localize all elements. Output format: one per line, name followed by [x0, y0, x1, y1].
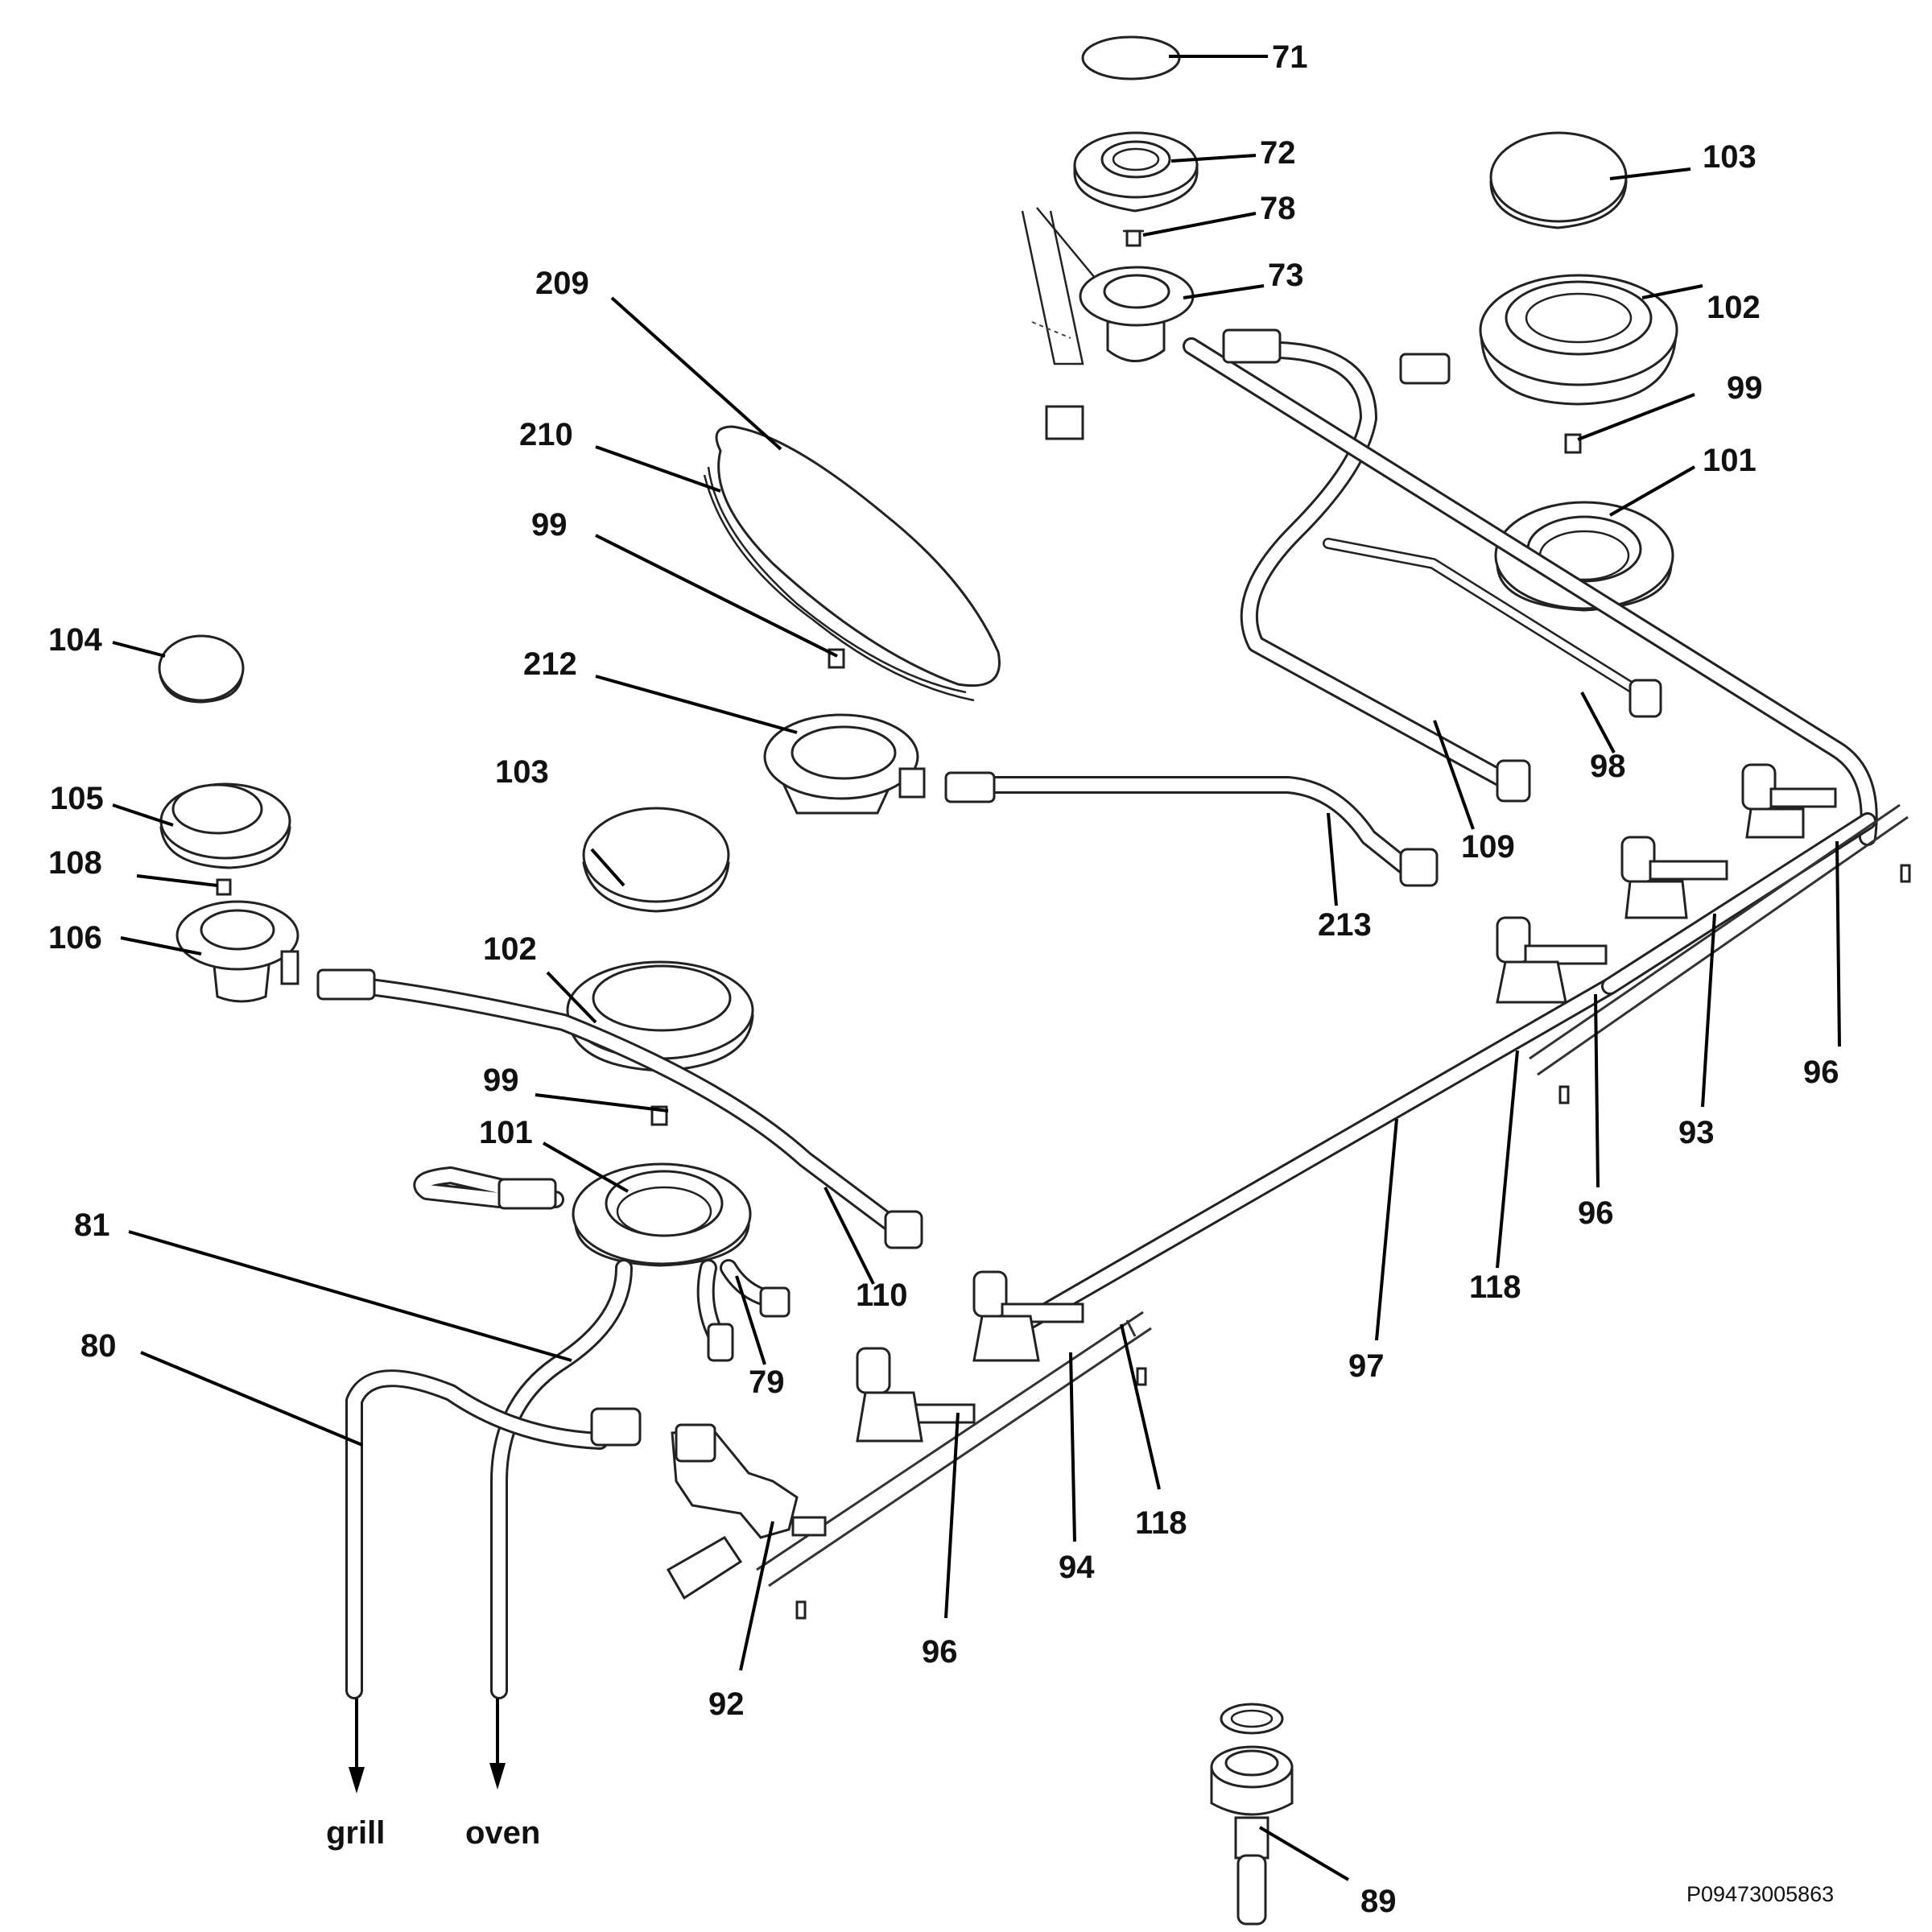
- callout-213: 213: [1318, 907, 1372, 943]
- callout-212: 212: [523, 646, 577, 682]
- callout-94: 94: [1059, 1550, 1095, 1585]
- rail-screws: [795, 864, 1911, 1620]
- callout-104: 104: [48, 622, 102, 658]
- callout-101-right: 101: [1703, 443, 1757, 478]
- callout-209: 209: [535, 266, 589, 301]
- oven-label: oven: [465, 1815, 540, 1851]
- part-72-burner-crown: [1073, 131, 1199, 213]
- gas-pipes: [329, 337, 1878, 1699]
- part-212-fish-burner-base: [763, 713, 926, 815]
- part-102-crown-right: [1479, 274, 1678, 406]
- reference-code: P09473005863: [1686, 1882, 1834, 1906]
- part-101-burner-base-left: [572, 1162, 752, 1267]
- callout-71: 71: [1272, 39, 1308, 75]
- grill-arrow-head: [349, 1767, 365, 1794]
- part-99-screw-right: [1564, 433, 1582, 454]
- callout-93: 93: [1678, 1115, 1715, 1150]
- callout-99-lower: 99: [483, 1063, 519, 1098]
- leader-lines: [112, 55, 1841, 1881]
- part-valve-right-2: [1620, 836, 1728, 919]
- pipe-fittings: [316, 328, 1662, 1447]
- part-103-large-cap-right: [1489, 131, 1628, 229]
- callout-101-left: 101: [479, 1115, 533, 1150]
- part-78-screw: [1123, 229, 1144, 247]
- callout-103-center: 103: [495, 754, 549, 790]
- part-valve-left-1: [972, 1270, 1084, 1362]
- callout-81: 81: [74, 1208, 110, 1243]
- part-105-crown-left: [159, 782, 291, 869]
- part-106-burner-base-left: [175, 900, 299, 1003]
- callout-labels: 71 72 78 73 103 102 99 101 209 210 99 10…: [48, 39, 1839, 1919]
- callout-79: 79: [749, 1364, 785, 1400]
- callout-99-right: 99: [1727, 370, 1763, 406]
- part-valve-left-2: [856, 1347, 976, 1443]
- part-103-large-cap-center: [582, 807, 730, 913]
- callout-98: 98: [1590, 749, 1626, 784]
- callout-89: 89: [1360, 1884, 1397, 1919]
- callout-96-mid: 96: [1578, 1195, 1614, 1231]
- callout-97: 97: [1348, 1348, 1385, 1384]
- callout-102-center: 102: [483, 931, 537, 967]
- parts-drawing: [158, 35, 1911, 1926]
- outlet-arrows: grill oven: [326, 1699, 540, 1851]
- part-102-crown-center: [566, 960, 754, 1072]
- callout-96-left: 96: [922, 1634, 958, 1670]
- oven-arrow-head: [489, 1763, 506, 1790]
- callout-110: 110: [856, 1278, 908, 1313]
- part-73-burner-base: [1021, 207, 1195, 440]
- part-valve-right-3: [1496, 916, 1608, 1004]
- callout-92: 92: [708, 1686, 745, 1722]
- part-89-gas-inlet: [1210, 1703, 1294, 1926]
- part-209-fish-burner-cap: [703, 425, 1001, 702]
- callout-80: 80: [80, 1328, 117, 1364]
- part-92-thermostat-valve: [666, 1423, 827, 1600]
- callout-106: 106: [48, 920, 102, 956]
- part-108-screw: [216, 878, 232, 896]
- callout-99-center: 99: [531, 507, 568, 543]
- callout-210: 210: [519, 417, 573, 452]
- part-71-burner-cap: [1081, 35, 1181, 80]
- callout-108: 108: [48, 845, 102, 881]
- callout-103-right: 103: [1703, 139, 1757, 175]
- grill-label: grill: [326, 1815, 385, 1851]
- callout-118-left: 118: [1135, 1505, 1187, 1541]
- callout-102-right: 102: [1707, 290, 1761, 325]
- callout-72: 72: [1260, 135, 1296, 171]
- callout-78: 78: [1260, 191, 1296, 226]
- callout-118-right: 118: [1469, 1269, 1521, 1305]
- callout-109: 109: [1461, 829, 1515, 865]
- part-104-small-cap-left: [158, 634, 245, 704]
- part-valve-right-1: [1741, 763, 1837, 839]
- callout-105: 105: [50, 781, 104, 816]
- callout-73: 73: [1268, 258, 1304, 293]
- callout-96-right: 96: [1803, 1055, 1839, 1090]
- gas-valves: [666, 763, 1837, 1600]
